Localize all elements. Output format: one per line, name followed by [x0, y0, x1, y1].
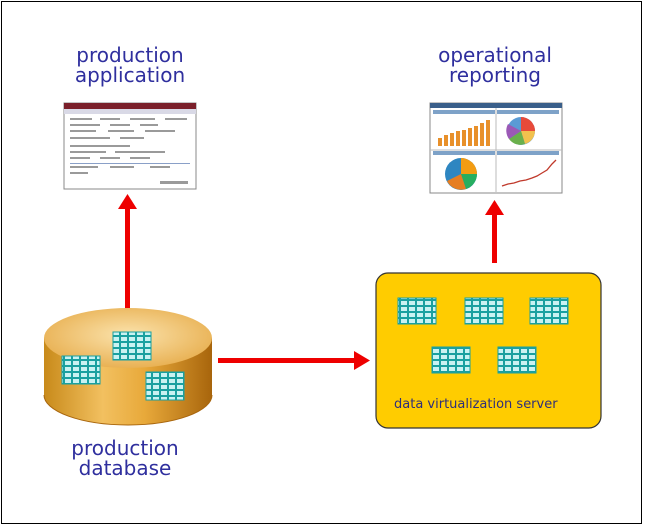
operational-reporting-label: operational reporting [420, 45, 570, 85]
operational-reporting-label-line2: reporting [448, 63, 541, 87]
arrow-server-to-reporting [485, 200, 504, 263]
report-pie-chart-large [445, 158, 477, 190]
production-database-label-line2: database [78, 456, 172, 480]
production-application-label-line1: production [76, 43, 184, 67]
operational-reporting-label-line1: operational [438, 43, 552, 67]
report-line-chart [501, 159, 557, 187]
data-virtualization-server: data virtualization server [375, 272, 602, 429]
production-database-label: production database [50, 438, 200, 478]
production-database-label-line1: production [71, 436, 179, 460]
operational-reporting-dashboard [429, 102, 563, 194]
production-application-label: production application [55, 45, 205, 85]
production-application-screenshot [63, 102, 197, 190]
server-caption: data virtualization server [394, 397, 558, 412]
report-bar-chart [438, 120, 490, 146]
arrow-db-to-server [218, 351, 370, 370]
arrow-db-to-application [118, 194, 137, 320]
production-application-label-line2: application [74, 63, 186, 87]
database-cylinder-icon [43, 308, 213, 426]
report-pie-chart-small [506, 117, 535, 145]
